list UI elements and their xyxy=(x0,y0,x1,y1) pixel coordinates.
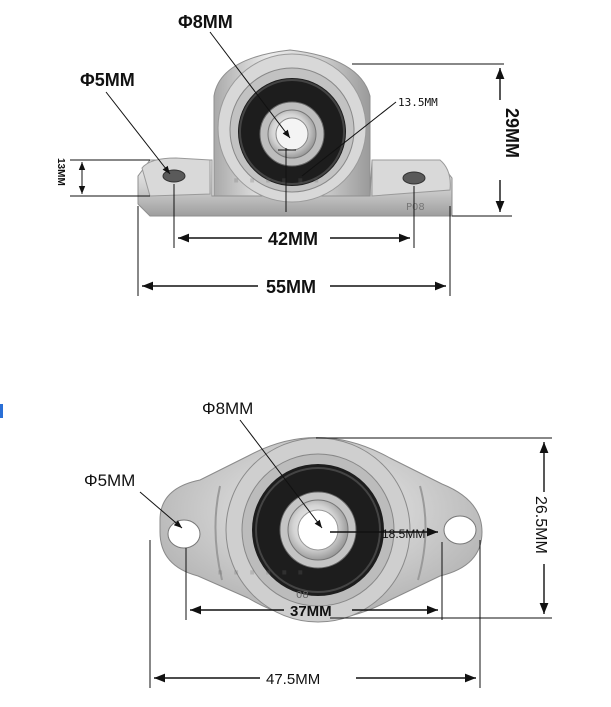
top-bore-label: Φ8MM xyxy=(178,12,233,32)
top-hole-spacing-label: 42MM xyxy=(268,229,318,249)
top-base-height-label: 13MM xyxy=(55,158,66,186)
edge-accent-mark xyxy=(0,404,3,418)
bottom-view-dimensions xyxy=(139,419,552,688)
top-view-dimensions xyxy=(70,31,512,296)
bottom-hole-spacing-label: 37MM xyxy=(290,603,332,620)
bottom-center-offset-label: 18.5MM xyxy=(382,527,425,541)
watermark-bottom: · · · · · · xyxy=(216,561,304,586)
housing-mark-top: P08 xyxy=(406,202,425,213)
top-total-length-label: 55MM xyxy=(266,277,316,297)
top-total-height-label: 29MM xyxy=(502,108,522,158)
watermark-top: · · · · · · xyxy=(232,169,320,194)
bottom-mount-hole-label: Φ5MM xyxy=(84,471,135,490)
bottom-bore-label: Φ8MM xyxy=(202,399,253,418)
housing-mark-bottom: 08 xyxy=(296,590,309,601)
top-center-height-label: 13.5MM xyxy=(398,96,438,109)
pillow-block-photo: P08 · · · · · · xyxy=(137,49,453,217)
bottom-total-length-label: 47.5MM xyxy=(266,671,320,688)
top-mount-hole-label: Φ5MM xyxy=(80,70,135,90)
flange-bearing-photo: 08 · · · · · · xyxy=(159,437,483,623)
bottom-height-label: 26.5MM xyxy=(532,496,549,554)
